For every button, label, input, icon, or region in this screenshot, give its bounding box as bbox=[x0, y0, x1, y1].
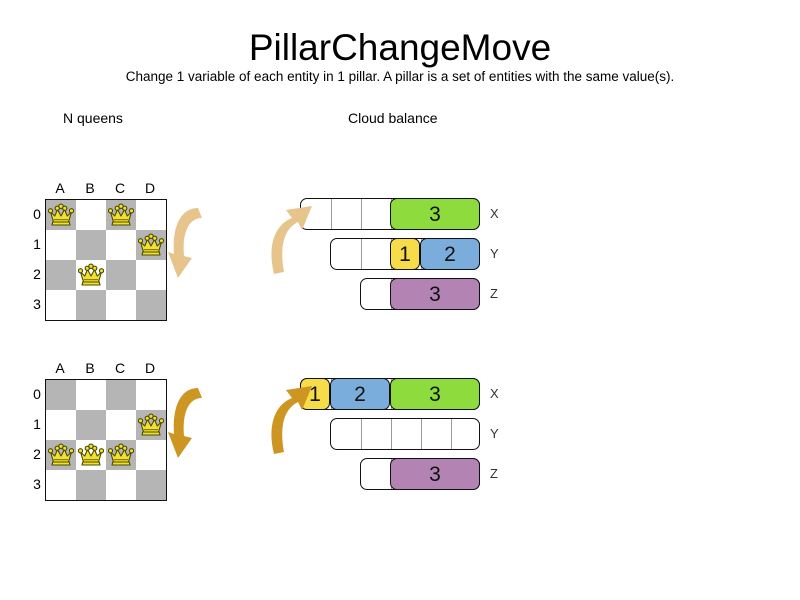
board-column-label-b: B bbox=[85, 360, 95, 376]
board-column-label-b: B bbox=[85, 180, 95, 196]
board-row-label-2: 2 bbox=[33, 446, 41, 462]
board-row-label-0: 0 bbox=[33, 206, 41, 222]
board-cell-C1[interactable] bbox=[106, 230, 136, 260]
cloud-process-2[interactable]: 2 bbox=[330, 378, 390, 410]
queen-icon[interactable] bbox=[47, 203, 75, 227]
board-column-label-d: D bbox=[144, 180, 156, 196]
cloud-computer-label-x: X bbox=[490, 386, 499, 401]
board-column-label-c: C bbox=[114, 360, 126, 376]
cloud-bar-cell-divider bbox=[421, 419, 422, 449]
board-column-label-d: D bbox=[144, 360, 156, 376]
queen-icon[interactable] bbox=[77, 443, 105, 467]
cloud-process-3[interactable]: 3 bbox=[390, 378, 480, 410]
cloud-process-3[interactable]: 3 bbox=[390, 198, 480, 230]
cloud-bar-cell-divider bbox=[391, 419, 392, 449]
cloud-computer-label-z: Z bbox=[490, 286, 498, 301]
chessboard-before: A B C D 0 1 2 3 bbox=[30, 178, 169, 323]
cloud-computer-label-x: X bbox=[490, 206, 499, 221]
board-cell-A2[interactable] bbox=[46, 260, 76, 290]
board-cell-C3[interactable] bbox=[106, 470, 136, 500]
chessboard-grid bbox=[45, 199, 167, 321]
board-column-label-c: C bbox=[114, 180, 126, 196]
board-cell-C3[interactable] bbox=[106, 290, 136, 320]
cloud-computer-label-z: Z bbox=[490, 466, 498, 481]
board-column-label-a: A bbox=[55, 180, 65, 196]
board-cell-B3[interactable] bbox=[76, 470, 106, 500]
board-row-labels: 0 1 2 3 bbox=[30, 199, 45, 319]
page-title: PillarChangeMove bbox=[248, 27, 552, 68]
section-caption-nqueens: N queens bbox=[63, 110, 123, 126]
cloud-bar-cell-divider bbox=[331, 199, 332, 229]
board-cell-D0[interactable] bbox=[136, 200, 166, 230]
board-column-labels: A B C D bbox=[45, 178, 165, 199]
board-row-label-3: 3 bbox=[33, 476, 41, 492]
cloud-arrow-top bbox=[271, 206, 312, 274]
board-arrow-bottom bbox=[168, 388, 202, 458]
board-row-label-1: 1 bbox=[33, 416, 41, 432]
cloud-process-1[interactable]: 1 bbox=[390, 238, 420, 270]
board-row-label-0: 0 bbox=[33, 386, 41, 402]
board-cell-B1[interactable] bbox=[76, 230, 106, 260]
cloud-computer-label-y: Y bbox=[490, 246, 499, 261]
board-row-label-1: 1 bbox=[33, 236, 41, 252]
board-cell-A1[interactable] bbox=[46, 410, 76, 440]
queen-icon[interactable] bbox=[47, 443, 75, 467]
cloud-bar-cell-divider bbox=[361, 239, 362, 269]
cloud-computer-label-y: Y bbox=[490, 426, 499, 441]
board-column-labels: A B C D bbox=[45, 358, 165, 379]
board-column-label-a: A bbox=[55, 360, 65, 376]
cloud-process-3[interactable]: 3 bbox=[390, 278, 480, 310]
cloud-bar-cell-divider bbox=[451, 419, 452, 449]
board-row-labels: 0 1 2 3 bbox=[30, 379, 45, 499]
chessboard-grid bbox=[45, 379, 167, 501]
board-cell-A3[interactable] bbox=[46, 290, 76, 320]
queen-icon[interactable] bbox=[137, 413, 165, 437]
queen-icon[interactable] bbox=[137, 233, 165, 257]
cloud-bar-track[interactable] bbox=[330, 418, 480, 450]
board-cell-D3[interactable] bbox=[136, 290, 166, 320]
board-row-label-3: 3 bbox=[33, 296, 41, 312]
cloud-process-2[interactable]: 2 bbox=[420, 238, 480, 270]
cloud-bar-row-y: Y bbox=[300, 418, 530, 450]
board-cell-B0[interactable] bbox=[76, 380, 106, 410]
page-subtitle: Change 1 variable of each entity in 1 pi… bbox=[125, 69, 675, 84]
board-cell-B0[interactable] bbox=[76, 200, 106, 230]
cloud-bar-cell-divider bbox=[361, 419, 362, 449]
cloud-arrow-bottom bbox=[271, 386, 312, 454]
board-cell-C2[interactable] bbox=[106, 260, 136, 290]
board-cell-C1[interactable] bbox=[106, 410, 136, 440]
board-cell-D0[interactable] bbox=[136, 380, 166, 410]
chessboard-after: A B C D 0 1 2 3 bbox=[30, 358, 169, 503]
board-row-label-2: 2 bbox=[33, 266, 41, 282]
queen-icon[interactable] bbox=[107, 443, 135, 467]
board-cell-D2[interactable] bbox=[136, 260, 166, 290]
board-cell-D2[interactable] bbox=[136, 440, 166, 470]
queen-icon[interactable] bbox=[107, 203, 135, 227]
board-arrow-top bbox=[168, 208, 202, 278]
board-cell-A3[interactable] bbox=[46, 470, 76, 500]
board-cell-C0[interactable] bbox=[106, 380, 136, 410]
board-cell-D3[interactable] bbox=[136, 470, 166, 500]
board-cell-A1[interactable] bbox=[46, 230, 76, 260]
board-cell-A0[interactable] bbox=[46, 380, 76, 410]
section-caption-cloud: Cloud balance bbox=[348, 110, 438, 126]
cloud-bar-cell-divider bbox=[361, 199, 362, 229]
cloud-process-3[interactable]: 3 bbox=[390, 458, 480, 490]
queen-icon[interactable] bbox=[77, 263, 105, 287]
board-cell-B1[interactable] bbox=[76, 410, 106, 440]
board-cell-B3[interactable] bbox=[76, 290, 106, 320]
